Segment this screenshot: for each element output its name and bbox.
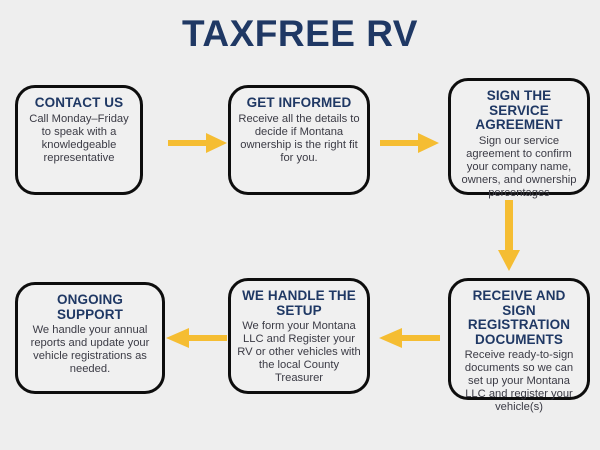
step-body-we-handle-setup: We form your Montana LLC and Register yo…: [237, 320, 361, 385]
step-title-receive-sign: RECEIVE AND SIGN REGISTRATION DOCUMENTS: [467, 288, 571, 347]
arrow-down-icon: [496, 200, 522, 272]
arrow-left-icon: [165, 325, 227, 351]
step-box-contact-us: CONTACT US Call Monday–Friday to speak w…: [15, 85, 143, 195]
step-title-sign-agreement: SIGN THE SERVICE AGREEMENT: [475, 88, 563, 133]
arrow-right-icon: [168, 130, 228, 156]
arrow-left-icon: [378, 325, 440, 351]
step-body-sign-agreement: Sign our service agreement to confirm yo…: [461, 134, 577, 199]
step-title-get-informed: GET INFORMED: [246, 95, 352, 110]
step-box-sign-agreement: SIGN THE SERVICE AGREEMENT Sign our serv…: [448, 78, 590, 199]
step-title-we-handle-setup: WE HANDLE THE SETUP: [242, 288, 356, 318]
step-body-contact-us: Call Monday–Friday to speak with a knowl…: [29, 112, 129, 164]
step-box-we-handle-setup: WE HANDLE THE SETUP We form your Montana…: [228, 278, 370, 394]
step-box-receive-sign: RECEIVE AND SIGN REGISTRATION DOCUMENTS …: [448, 278, 590, 413]
step-body-ongoing-support: We handle your annual reports and update…: [30, 324, 150, 376]
step-box-ongoing-support: ONGOING SUPPORT We handle your annual re…: [15, 282, 165, 394]
step-box-get-informed: GET INFORMED Receive all the details to …: [228, 85, 370, 195]
step-title-ongoing-support: ONGOING SUPPORT: [57, 292, 123, 322]
page-title: TAXFREE RV: [182, 13, 418, 54]
arrow-right-icon: [380, 130, 440, 156]
step-title-contact-us: CONTACT US: [34, 95, 124, 110]
step-body-get-informed: Receive all the details to decide if Mon…: [238, 112, 360, 164]
step-body-receive-sign: Receive ready-to-sign documents so we ca…: [464, 349, 574, 414]
